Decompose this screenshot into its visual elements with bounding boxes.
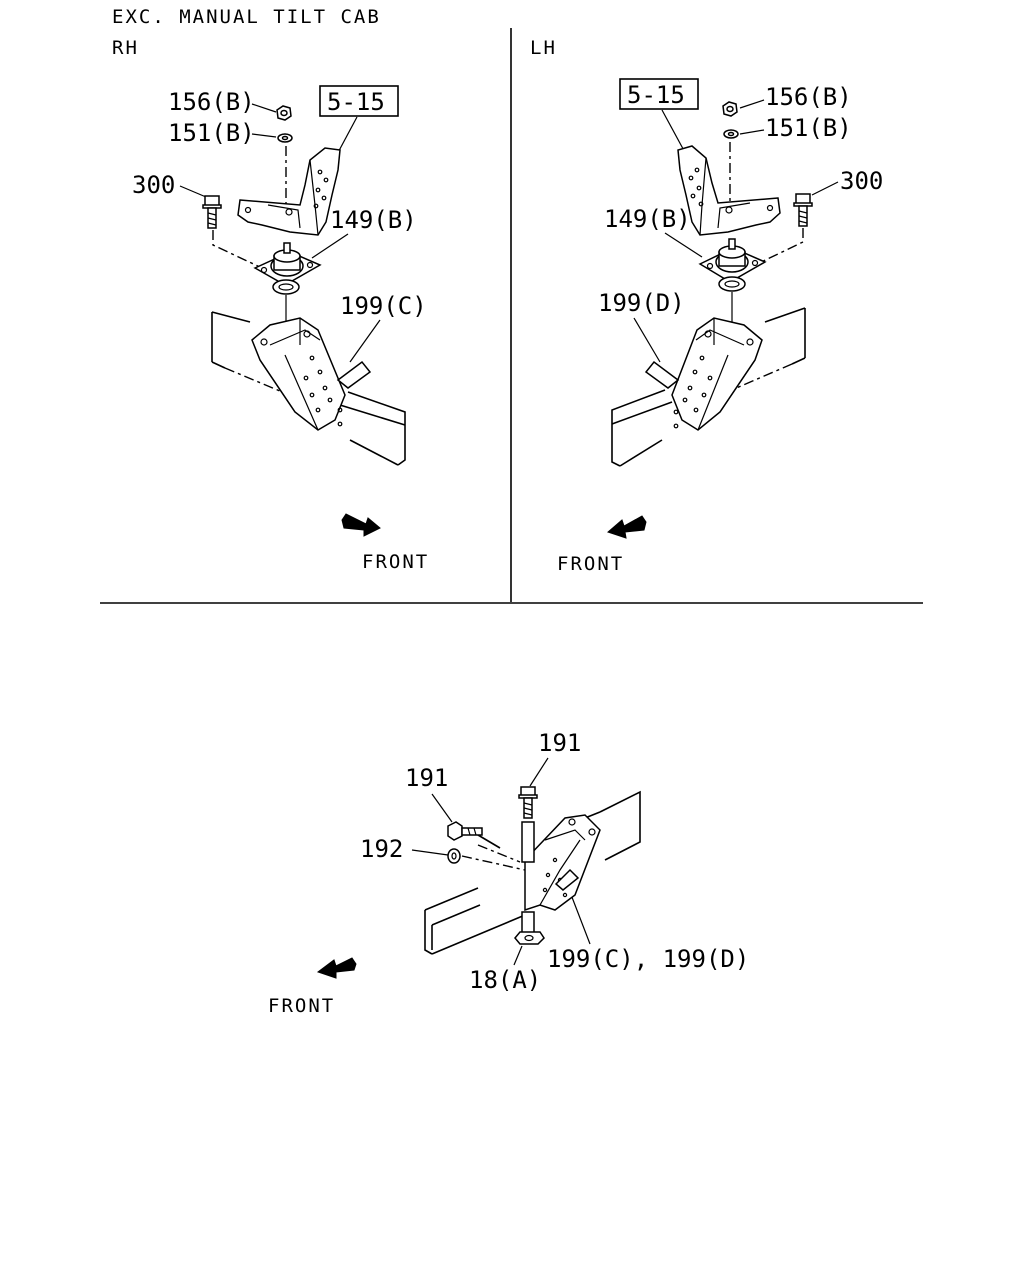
lh-washer-hole (727, 131, 735, 137)
lh-ref-box-label: 5-15 (627, 81, 685, 109)
bottom-callout-bracket: 199(C), 199(D) (547, 945, 749, 973)
lh-cab-bracket (677, 145, 781, 236)
bottom-frame-bracket (524, 814, 601, 912)
lh-ref-box (619, 78, 699, 110)
rh-callout-bolt: 300 (132, 171, 175, 199)
bottom-bolt-top-leader (529, 757, 549, 787)
lh-front-arrow-icon (607, 515, 647, 539)
rh-cab-bracket (237, 147, 341, 236)
rh-frame-rail (211, 311, 406, 466)
lh-callout-bolt: 300 (840, 167, 883, 195)
rh-front-label: FRONT (362, 551, 429, 573)
rh-ref-box-label: 5-15 (327, 88, 385, 116)
rh-bolt-leader (179, 185, 207, 198)
bottom-washer-path (461, 855, 526, 871)
rh-washer-leader (251, 133, 277, 138)
rh-rubber-mount (253, 242, 322, 295)
bottom-frame-rail (424, 790, 641, 955)
rh-bolt-icon (202, 195, 222, 229)
lh-nut-leader (739, 99, 765, 109)
bottom-panel: 191 191 192 18(A) 199(C), 199(D) (268, 729, 749, 1017)
lh-bolt-leader (811, 181, 839, 196)
lh-callout-mount: 149(B) (604, 205, 691, 233)
rh-panel: 5-15 156(B) 151(B) 300 149(B) 199(C) (132, 85, 429, 573)
bottom-nut-icon (514, 911, 545, 945)
bottom-washer-icon (447, 848, 461, 864)
bottom-bolt-side-icon (447, 821, 483, 841)
lh-label: LH (530, 37, 557, 59)
bottom-nut-leader (513, 945, 523, 966)
bottom-callout-nut: 18(A) (469, 966, 541, 994)
bottom-front-label: FRONT (268, 995, 335, 1017)
bottom-callout-bolt-top: 191 (538, 729, 581, 757)
lh-front-label: FRONT (557, 553, 624, 575)
lh-bolt-icon (793, 193, 813, 227)
rh-bracket-leader (349, 319, 381, 363)
lh-rubber-mount (698, 238, 767, 292)
lh-nut-icon (722, 101, 738, 117)
diagram-title: EXC. MANUAL TILT CAB (112, 6, 381, 28)
rh-callout-bracket: 199(C) (340, 292, 427, 320)
lh-frame-bracket (644, 317, 763, 431)
lh-washer-leader (739, 129, 765, 135)
rh-callout-nut: 156(B) (168, 88, 255, 116)
lh-bolt-path (754, 228, 804, 266)
rh-ref-box (319, 85, 399, 117)
bottom-bracket-leader (569, 891, 591, 945)
bottom-washer-hole (451, 852, 457, 860)
rh-frame-bracket (251, 317, 372, 431)
lh-mount-leader (664, 232, 703, 258)
bottom-washer-leader (411, 849, 449, 856)
bottom-bolt-top-icon (518, 786, 538, 863)
rh-washer-hole (281, 135, 289, 141)
rh-mount-leader (311, 233, 349, 259)
bottom-callout-bolt-side: 191 (405, 764, 448, 792)
lh-panel: 5-15 156(B) 151(B) 300 149(B) 199(D) (557, 78, 883, 575)
rh-callout-washer: 151(B) (168, 119, 255, 147)
rh-nut-leader (251, 103, 277, 113)
rh-callout-mount: 149(B) (330, 206, 417, 234)
bottom-callout-washer: 192 (360, 835, 403, 863)
lh-bracket-leader (633, 317, 661, 363)
bottom-front-arrow-icon (316, 957, 357, 979)
rh-label: RH (112, 37, 139, 59)
rh-front-arrow-icon (341, 513, 381, 537)
lh-callout-bracket: 199(D) (598, 289, 685, 317)
rh-bolt-path (212, 230, 263, 269)
bottom-bolt-side-leader (431, 793, 453, 823)
lh-callout-nut: 156(B) (765, 83, 852, 111)
lh-callout-washer: 151(B) (765, 114, 852, 142)
rh-nut-icon (276, 105, 292, 121)
